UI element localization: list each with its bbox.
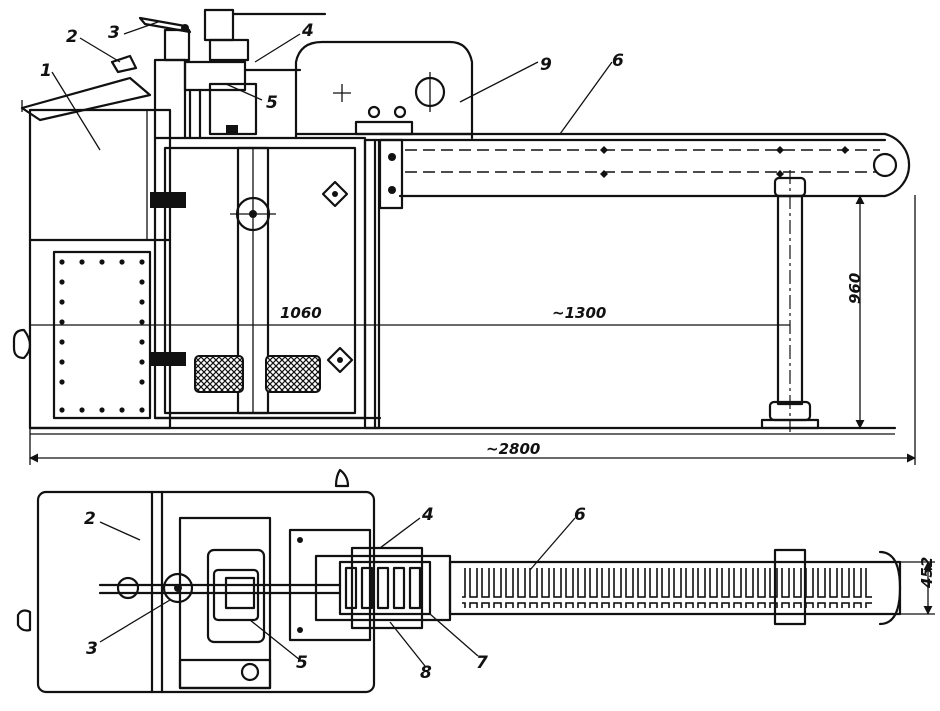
panel-rivets [59,259,145,413]
drive-housing [294,40,474,140]
diamond-fastener-upper [321,180,349,208]
arm-bolts [600,146,849,178]
callout-side-1: 1 [40,61,52,81]
side-elevation-view [12,8,916,465]
callout-plan-8: 8 [420,663,432,683]
support-column [760,170,820,432]
callout-plan-2: 2 [84,509,96,529]
end-pulley-icon [872,152,898,178]
dimension-inner-width: 1060 [280,304,322,322]
callout-side-3: 3 [108,23,120,43]
side-knob-icon [12,328,32,360]
side-dimensions [29,195,916,465]
callout-side-2: 2 [66,27,78,47]
dimension-overall-length: ~2800 [486,440,540,458]
callout-side-4: 4 [301,21,314,41]
chain-links [462,568,872,608]
plan-view [16,468,935,694]
callout-labels: 1 2 3 4 5 9 6 2 4 6 3 5 8 7 [40,21,624,683]
callout-plan-4: 4 [421,505,434,525]
plan-hub-icon [116,576,140,600]
callout-plan-5: 5 [296,653,308,673]
plan-side-knob-icon [16,609,32,632]
callout-plan-6: 6 [574,505,586,525]
control-lever-2 [110,54,138,74]
plan-base-housing [36,490,376,694]
top-valve [203,8,235,42]
filter-window-left [194,355,244,393]
callout-side-9: 9 [540,55,552,75]
dimension-labels: 1060 ~1300 960 ~2800 452 [280,273,936,589]
control-lever-3 [138,16,192,34]
conveyor-arm [378,132,911,210]
callout-side-5: 5 [266,93,278,113]
callout-plan-7: 7 [476,653,488,673]
main-frame [150,136,382,430]
diamond-fastener-lower [326,346,354,374]
dimension-conveyor-width: 452 [918,557,936,589]
coupling-links [344,566,422,610]
callout-plan-3: 3 [86,639,98,659]
top-knob-icon [334,468,350,488]
valve-body [163,28,191,62]
left-cabinet [12,76,172,430]
dimension-height: 960 [846,273,864,304]
leader-lines [51,21,613,667]
callout-side-6: 6 [612,51,624,71]
top-mechanism [110,8,327,140]
dimension-span: ~1300 [552,304,606,322]
filter-window-right [265,355,321,393]
plan-coupling-icon [162,572,194,604]
center-cross-icon [333,84,351,102]
